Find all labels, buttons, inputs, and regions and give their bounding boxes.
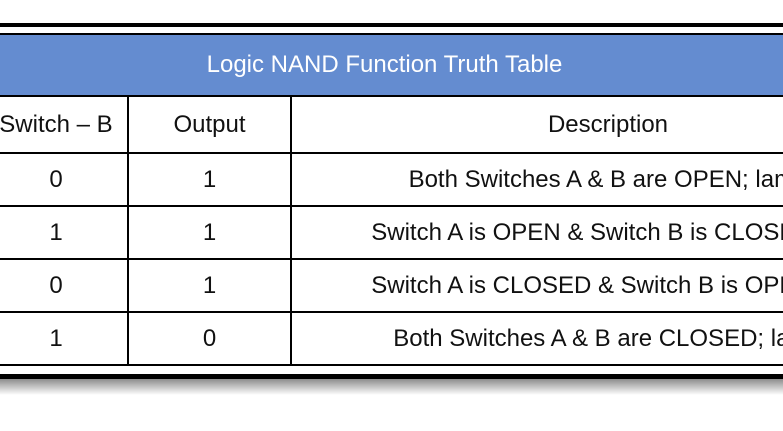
column-header-output: Output	[129, 97, 292, 152]
table-title-bar: Logic NAND Function Truth Table	[0, 35, 783, 95]
nand-truth-table: Logic NAND Function Truth Table Switch –…	[0, 33, 783, 366]
cell-description: Switch A is CLOSED & Switch B is OPEN; l…	[371, 271, 783, 299]
table-row: 1 0 Both Switches A & B are CLOSED; lamp	[0, 311, 783, 364]
table-row: 0 1 Both Switches A & B are OPEN; lamp	[0, 152, 783, 205]
cell-output: 1	[129, 207, 292, 258]
bottom-rule-shadow	[0, 379, 783, 395]
cell-output: 1	[129, 154, 292, 205]
cell-switch-b: 1	[0, 313, 129, 364]
cell-description: Both Switches A & B are OPEN; lamp	[408, 165, 783, 193]
bottom-horizontal-rule	[0, 374, 783, 379]
cell-switch-b: 0	[0, 260, 129, 311]
cell-switch-b: 0	[0, 154, 129, 205]
column-header-description: Description	[547, 110, 669, 138]
cell-output: 0	[129, 313, 292, 364]
cell-output: 1	[129, 260, 292, 311]
cell-description: Switch A is OPEN & Switch B is CLOSED; l…	[371, 218, 783, 246]
column-header-switch-b: Switch – B	[0, 97, 129, 152]
cell-description: Both Switches A & B are CLOSED; lamp	[393, 324, 783, 352]
table-row: 0 1 Switch A is CLOSED & Switch B is OPE…	[0, 258, 783, 311]
cell-switch-b: 1	[0, 207, 129, 258]
table-row: 1 1 Switch A is OPEN & Switch B is CLOSE…	[0, 205, 783, 258]
column-header-row: Switch – B Output Description	[0, 95, 783, 152]
top-horizontal-rule	[0, 23, 783, 27]
